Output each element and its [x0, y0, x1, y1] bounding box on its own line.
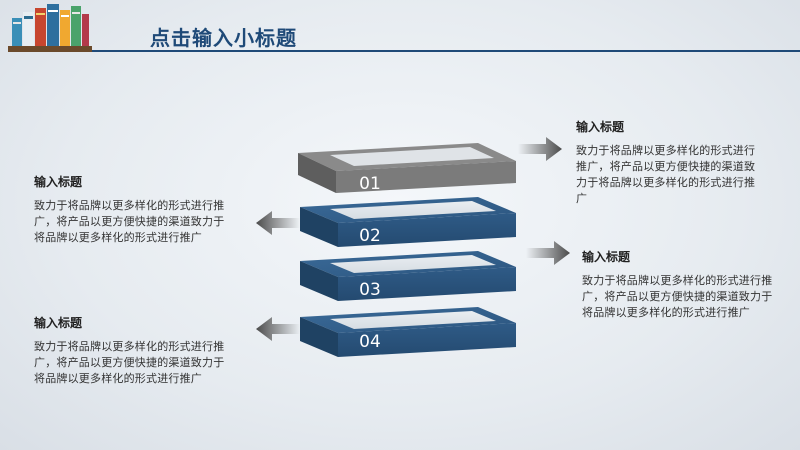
block-heading: 输入标题 [576, 120, 625, 134]
layer-01 [298, 143, 516, 193]
arrow-left-icon [256, 317, 300, 341]
block-heading: 输入标题 [582, 250, 631, 264]
block-heading: 输入标题 [34, 316, 83, 330]
books-icon [8, 4, 92, 52]
slide-title: 点击输入小标题 [150, 26, 297, 50]
block-body: 致力于将品牌以更多样化的形式进行推广，将产品以更方便快捷的渠道致力于将品牌以更多… [34, 199, 225, 244]
arrow-right-icon [526, 241, 570, 265]
layer-04 [300, 307, 516, 357]
arrow-right-icon [518, 137, 562, 161]
layer-stack [298, 143, 516, 357]
text-block-4: 输入标题 致力于将品牌以更多样化的形式进行推广，将产品以更方便快捷的渠道致力于将… [34, 314, 234, 387]
layer-number-01: 01 [359, 174, 381, 194]
block-heading: 输入标题 [34, 175, 83, 189]
layer-number-03: 03 [359, 280, 381, 300]
layer-number-02: 02 [359, 226, 381, 246]
layer-02 [300, 197, 516, 247]
text-block-1: 输入标题 致力于将品牌以更多样化的形式进行推广，将产品以更方便快捷的渠道致力于将… [576, 118, 764, 207]
block-body: 致力于将品牌以更多样化的形式进行推广，将产品以更方便快捷的渠道致力于将品牌以更多… [34, 340, 225, 385]
header-divider [92, 50, 800, 52]
arrow-left-icon [256, 211, 300, 235]
block-body: 致力于将品牌以更多样化的形式进行推广，将产品以更方便快捷的渠道致力于将品牌以更多… [582, 274, 773, 319]
text-block-2: 输入标题 致力于将品牌以更多样化的形式进行推广，将产品以更方便快捷的渠道致力于将… [34, 173, 234, 246]
text-block-3: 输入标题 致力于将品牌以更多样化的形式进行推广，将产品以更方便快捷的渠道致力于将… [582, 248, 778, 321]
block-body: 致力于将品牌以更多样化的形式进行推广，将产品以更方便快捷的渠道致力于将品牌以更多… [576, 144, 756, 205]
layer-03 [300, 251, 516, 301]
layer-number-04: 04 [359, 332, 381, 352]
